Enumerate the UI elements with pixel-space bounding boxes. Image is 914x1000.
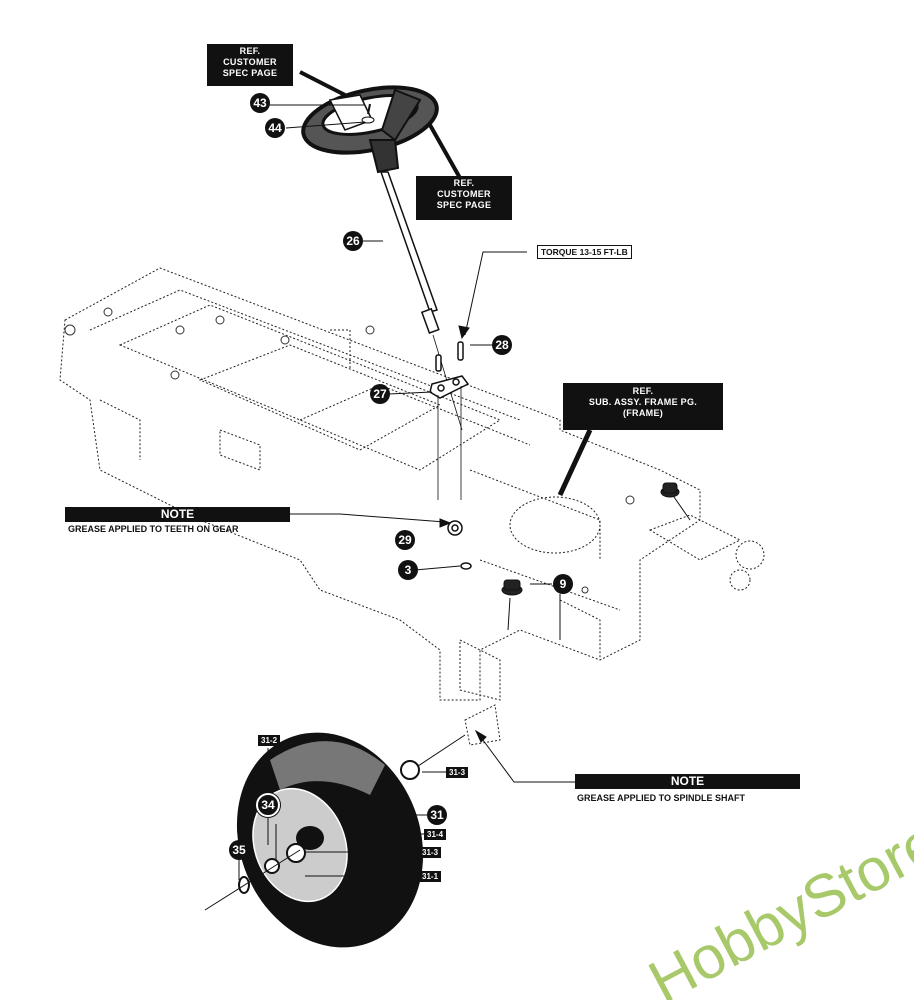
part-number-26: 26 [343, 231, 363, 251]
part-number-3: 3 [398, 560, 418, 580]
steering-wheel [301, 85, 439, 174]
spindle-axis [411, 734, 466, 771]
part-tag-31-3-upper: 31-3 [446, 767, 469, 778]
leader-lines [238, 70, 593, 880]
ref-sub-assy-frame: REF. SUB. ASSY. FRAME PG. (FRAME) [563, 383, 723, 430]
steering-bracket [429, 341, 470, 500]
part-number-27: 27 [370, 384, 390, 404]
callout-line: SUB. ASSY. FRAME PG. [588, 397, 698, 407]
wheel-washer [204, 849, 301, 911]
part-number-9: 9 [553, 574, 573, 594]
part-number-34: 34 [256, 793, 280, 817]
callout-line: SPEC PAGE [436, 200, 492, 210]
callout-line: REF. [632, 386, 654, 396]
callout-line: REF. [239, 46, 261, 56]
note-heading-spindle: NOTE [575, 774, 800, 789]
part-tag-31-2: 31-2 [258, 735, 281, 746]
callout-line: SPEC PAGE [222, 68, 278, 78]
callout-line: CUSTOMER [223, 57, 277, 67]
torque-spec-label: TORQUE 13-15 FT-LB [537, 245, 632, 259]
part-number-43: 43 [250, 93, 270, 113]
bushings [501, 482, 691, 631]
callout-line: (FRAME) [622, 408, 664, 418]
callout-line: REF. [453, 178, 475, 188]
part-tag-31-4: 31-4 [424, 829, 447, 840]
part-number-29: 29 [395, 530, 415, 550]
note-heading-gear: NOTE [65, 507, 290, 522]
note-text-spindle: GREASE APPLIED TO SPINDLE SHAFT [577, 793, 746, 803]
frame-holes [64, 307, 635, 594]
part-tag-31-1: 31-1 [419, 871, 442, 882]
steering-gear [447, 520, 472, 570]
front-wheel [236, 732, 424, 948]
part-number-44: 44 [265, 118, 285, 138]
spindle [464, 704, 501, 746]
ref-customer-spec-top: REF. CUSTOMER SPEC PAGE [207, 44, 293, 86]
ref-customer-spec-right: REF. CUSTOMER SPEC PAGE [416, 176, 512, 220]
part-number-31: 31 [427, 805, 447, 825]
note-text-gear: GREASE APPLIED TO TEETH ON GEAR [68, 524, 239, 534]
part-number-35: 35 [229, 840, 249, 860]
part-tag-31-3-lower: 31-3 [419, 847, 442, 858]
callout-line: CUSTOMER [437, 189, 491, 199]
steering-shaft [379, 171, 463, 431]
frame-outline [59, 267, 765, 701]
part-number-28: 28 [492, 335, 512, 355]
